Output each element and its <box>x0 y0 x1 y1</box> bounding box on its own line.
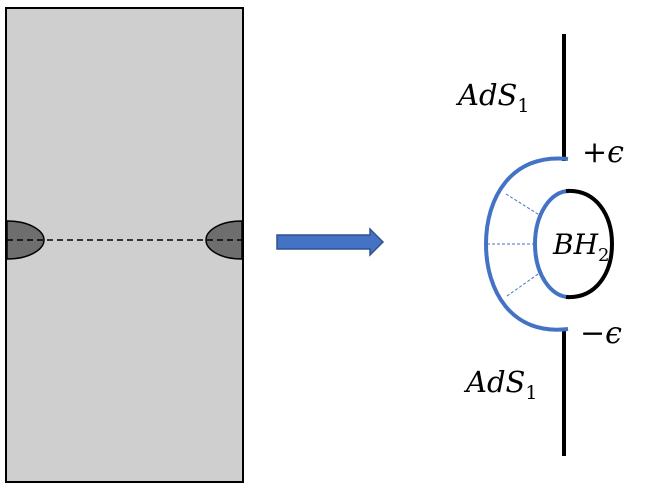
right-horizon-cap <box>205 220 243 260</box>
ads-lower-subscript: 1 <box>525 382 537 404</box>
ads-lower-base: AdS <box>463 365 525 399</box>
black-horizon-arc <box>565 188 615 300</box>
outer-blue-arc <box>483 156 569 332</box>
plus-epsilon-label: +ϵ <box>582 135 624 170</box>
bh-base: BH <box>552 228 599 261</box>
spacetime-panel <box>5 7 244 483</box>
ads-upper-label: AdS1 <box>455 78 529 117</box>
dashed-connector-lower <box>506 271 542 297</box>
ads-upper-base: AdS <box>455 78 517 112</box>
ads-lower-label: AdS1 <box>463 365 537 404</box>
ads-upper-subscript: 1 <box>517 95 529 117</box>
minus-epsilon-label: −ϵ <box>580 316 622 351</box>
left-horizon-cap <box>6 220 45 260</box>
dashed-connector-upper <box>505 193 542 217</box>
bh-subscript: 2 <box>598 245 609 266</box>
bh-label: BH2 <box>552 228 609 266</box>
right-arrow-icon <box>276 227 385 257</box>
